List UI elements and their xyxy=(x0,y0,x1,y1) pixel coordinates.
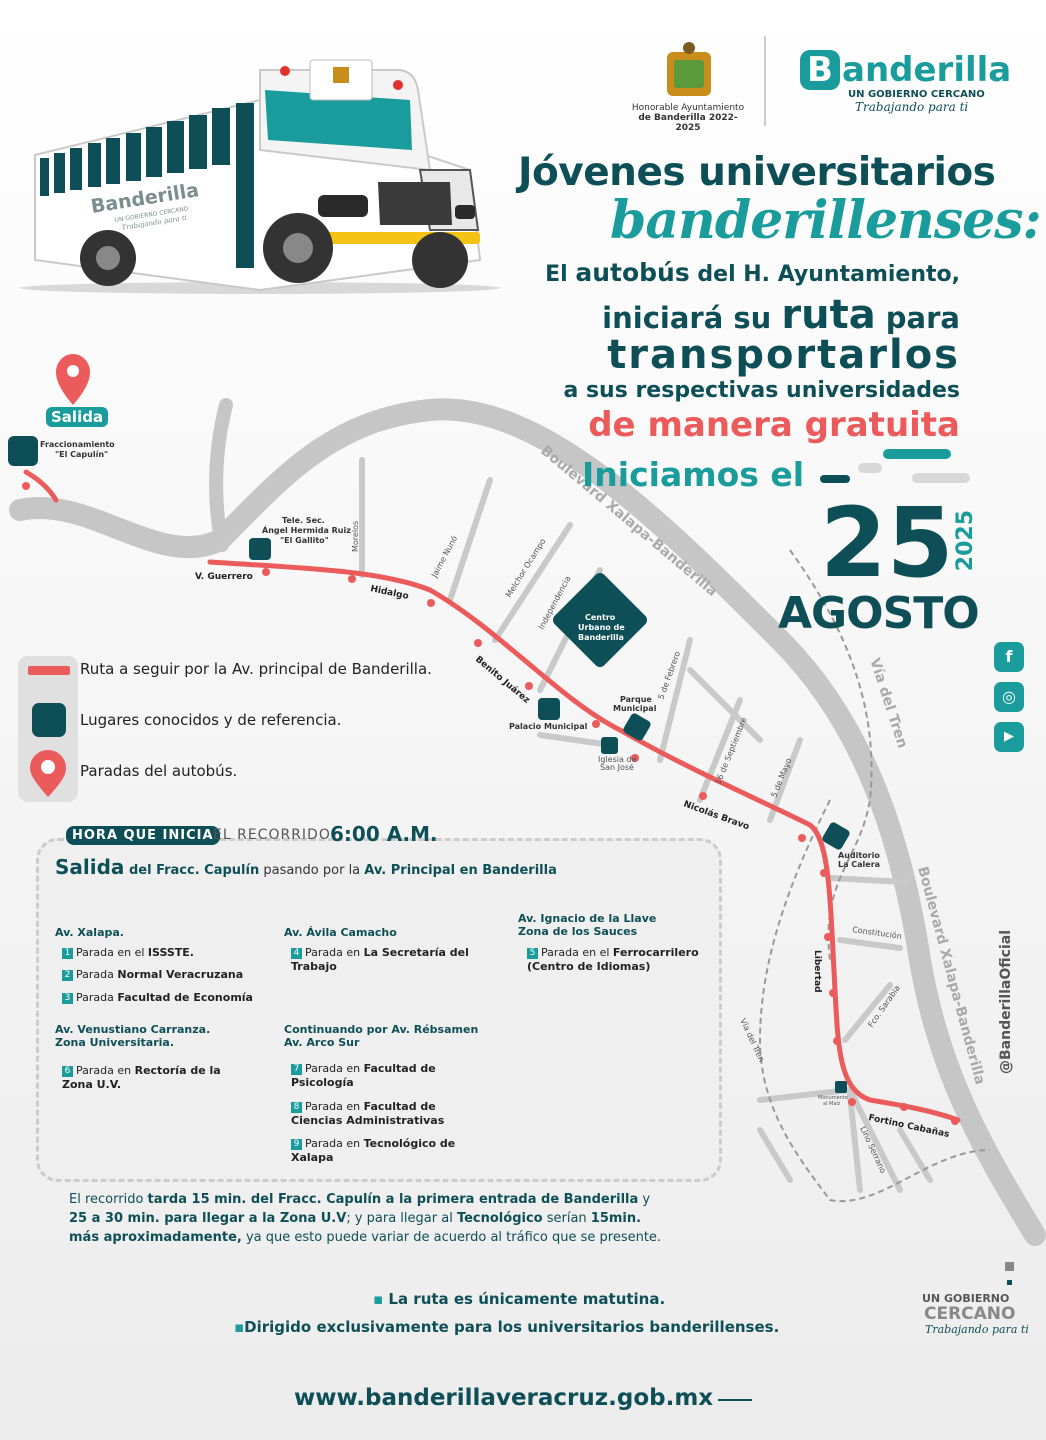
iglesia-label-2: San José xyxy=(600,762,634,772)
legend-places-label: Lugares conocidos y de referencia. xyxy=(80,711,342,729)
group-title-1: Av. Xalapa. xyxy=(55,926,124,939)
centro-label-3: Banderilla xyxy=(578,633,624,642)
footer-cercano: CERCANO xyxy=(924,1304,1016,1324)
salida-pin-icon xyxy=(56,354,90,405)
travel-time-note: El recorrido tarda 15 min. del Fracc. Ca… xyxy=(69,1192,662,1245)
headline-sub-2: iniciará su ruta para xyxy=(602,292,960,338)
railway-east xyxy=(789,549,873,961)
time-pill: HORA QUE INICIA xyxy=(66,826,220,845)
bus-stops xyxy=(22,482,959,1125)
street-morelos: Morelos xyxy=(351,521,360,552)
school-label-2: Ángel Hermida Ruiz xyxy=(262,524,351,535)
monumento-label-2: al Maíz xyxy=(823,1100,841,1107)
parque-label-1: Parque xyxy=(620,695,652,704)
start-day: 25 xyxy=(820,487,954,599)
start-month: AGOSTO xyxy=(778,588,980,639)
group-title-4: Av. Venustiano Carranza. Zona Universita… xyxy=(55,1023,211,1049)
legend-stops-label: Paradas del autobús. xyxy=(80,762,238,780)
brand-tagline: UN GOBIERNO CERCANO xyxy=(848,89,985,100)
school-label-1: Tele. Sec. xyxy=(282,516,325,525)
council-line-1: Honorable Ayuntamiento xyxy=(631,103,745,113)
centro-label-1: Centro xyxy=(585,613,616,622)
bullet-morning-only: ▪ La ruta es únicamente matutina. xyxy=(373,1290,666,1308)
group-title-2: Av. Ávila Camacho xyxy=(284,926,397,939)
railway-west xyxy=(758,799,991,1203)
group-title-5: Continuando por Av. Rébsamen Av. Arco Su… xyxy=(284,1023,479,1049)
headline-line-2: banderillenses: xyxy=(610,190,1042,251)
group-title-3: Av. Ignacio de la Llave Zona de los Sauc… xyxy=(518,912,657,938)
brand-script: Trabajando para ti xyxy=(855,100,969,114)
website-link[interactable]: www.banderillaveracruz.gob.mx xyxy=(294,1385,714,1411)
footer-gov: UN GOBIERNO xyxy=(922,1292,1010,1305)
monumento-label-1: Monumento xyxy=(818,1095,848,1101)
palacio-label: Palacio Municipal xyxy=(509,722,588,731)
road-north xyxy=(209,398,233,552)
bus-route-line xyxy=(23,469,961,1123)
start-year: 2025 xyxy=(953,510,978,572)
facebook-icon[interactable]: f xyxy=(994,642,1024,672)
headline-sub-4: a sus respectivas universidades xyxy=(563,378,960,403)
instagram-icon[interactable]: ◎ xyxy=(994,682,1024,712)
footer-script: Trabajando para ti xyxy=(925,1323,1029,1336)
headline-sub-1: El autobús del H. Ayuntamiento, xyxy=(545,258,960,287)
legend-route-swatch xyxy=(28,666,70,675)
parque-label-2: Municipal xyxy=(613,704,657,713)
school-label-3: "El Gallito" xyxy=(280,536,329,545)
reference-places xyxy=(8,436,850,1093)
headline-sub-5: de manera gratuita xyxy=(588,405,960,445)
auditorio-label-2: La Calera xyxy=(838,860,880,869)
start-label: Iniciamos el xyxy=(582,455,805,494)
council-line-2: de Banderilla 2022-2025 xyxy=(638,113,738,133)
bullet-exclusive: ▪Dirigido exclusivamente para los univer… xyxy=(234,1318,780,1336)
council-seal-icon xyxy=(667,42,711,96)
salida-line: Salida del Fracc. Capulín pasando por la… xyxy=(55,855,557,879)
headline-line-1: Jóvenes universitarios xyxy=(518,150,996,195)
centro-label-2: Urbano de xyxy=(578,623,625,632)
brand-name: anderilla xyxy=(842,50,1012,90)
street-libertad: Libertad xyxy=(812,950,822,993)
start-time: 6:00 A.M. xyxy=(330,822,438,846)
brand-initial: B xyxy=(800,50,840,90)
time-mid-label: EL RECORRIDO xyxy=(213,827,331,843)
street-guerrero: V. Guerrero xyxy=(195,572,253,582)
origin-label-1: Fraccionamiento xyxy=(40,440,115,449)
council-name: Honorable Ayuntamiento de Banderilla 202… xyxy=(630,103,746,133)
header-divider xyxy=(764,36,766,126)
headline-sub-3: transportarlos xyxy=(607,332,960,378)
schedule-box xyxy=(36,838,722,1182)
salida-badge: Salida xyxy=(46,407,109,427)
legend-route-label: Ruta a seguir por la Av. principal de Ba… xyxy=(80,660,432,678)
origin-label-2: "El Capulín" xyxy=(55,450,108,459)
iglesia-label-1: Iglesia de xyxy=(598,755,636,764)
bus-illustration: Banderilla UN GOBIERNO CERCANO Trabajand… xyxy=(20,59,500,294)
social-handle: @BanderillaOficial xyxy=(998,930,1014,1074)
legend-place-swatch xyxy=(32,703,66,737)
youtube-icon[interactable]: ▶ xyxy=(994,722,1024,752)
auditorio-label-1: Auditorio xyxy=(838,851,880,860)
